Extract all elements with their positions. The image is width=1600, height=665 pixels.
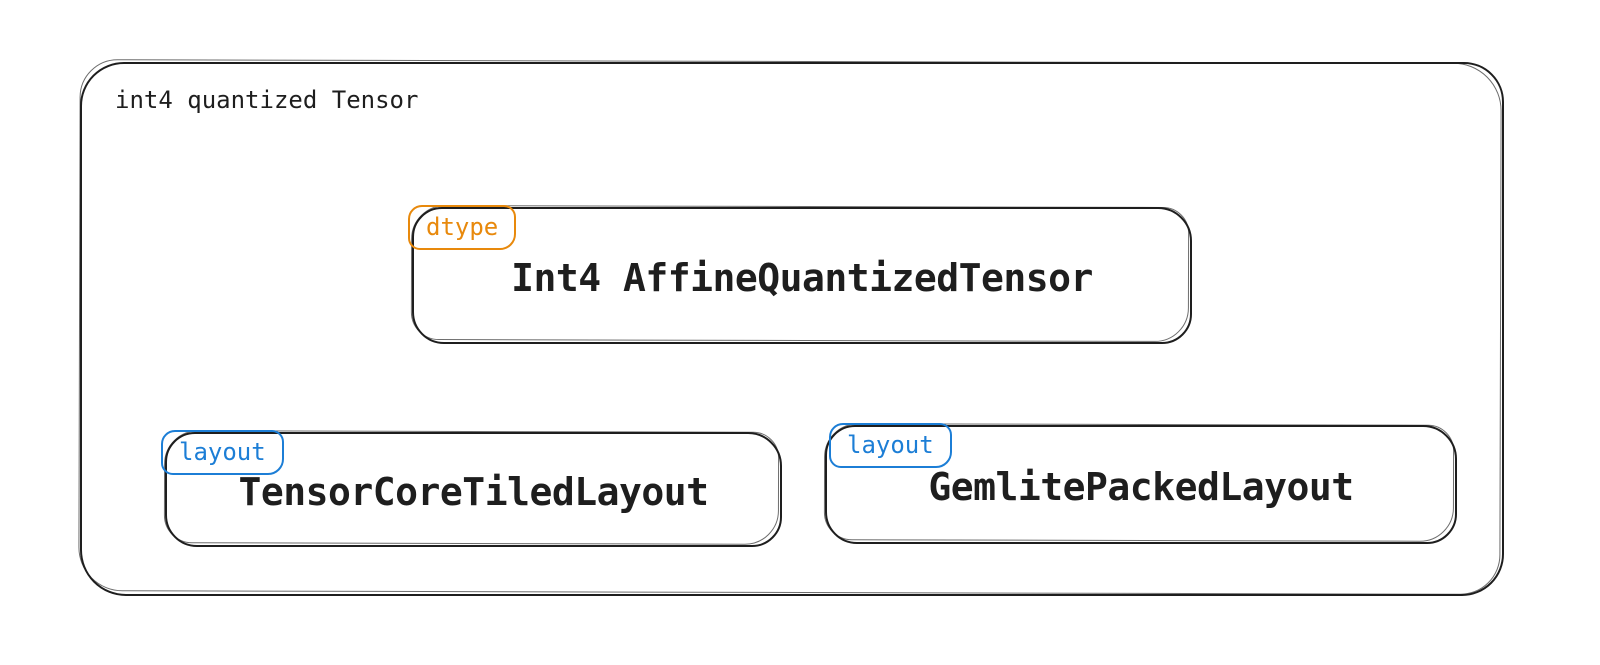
node-label-gemlite-packed-layout: GemlitePackedLayout <box>928 464 1354 509</box>
node-gemlite-packed-layout: layout GemlitePackedLayout <box>825 423 1457 544</box>
node-int4-affine-quantized-tensor: dtype Int4 AffineQuantizedTensor <box>408 205 1192 344</box>
dtype-badge: dtype <box>408 205 517 250</box>
layout-badge: layout <box>161 430 284 475</box>
node-label-int4-affine-quantized-tensor: Int4 AffineQuantizedTensor <box>511 255 1093 300</box>
container-int4-quantized-tensor: int4 quantized Tensor dtype Int4 AffineQ… <box>80 62 1504 596</box>
node-label-tensor-core-tiled-layout: TensorCoreTiledLayout <box>238 469 709 514</box>
layout-badge: layout <box>829 423 952 468</box>
container-label: int4 quantized Tensor <box>115 86 419 114</box>
node-tensor-core-tiled-layout: layout TensorCoreTiledLayout <box>161 430 782 547</box>
